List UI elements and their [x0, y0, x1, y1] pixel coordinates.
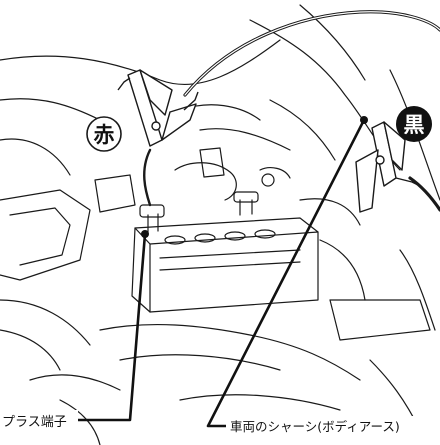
- black-clamp-badge-text: 黒: [404, 113, 425, 137]
- red-cable: [183, 10, 440, 97]
- plus-terminal-label: プラス端子: [2, 415, 67, 430]
- red-cable-to-terminal: [143, 148, 152, 207]
- engine-bay-illustration: [0, 4, 440, 445]
- chassis-ground-label: 車両のシャーシ(ボディアース): [230, 419, 400, 434]
- black-clamp: [355, 121, 421, 213]
- plus-terminal-leader: [76, 232, 147, 422]
- jumper-cables: [143, 10, 440, 212]
- red-clamp-badge: 赤: [86, 116, 122, 152]
- chassis-ground-leader: [206, 118, 366, 428]
- leader-lines: [76, 116, 368, 428]
- black-clamp-badge: 黒: [396, 106, 432, 142]
- red-clamp-badge-text: 赤: [94, 123, 115, 147]
- red-clamp: [117, 69, 199, 147]
- black-cable: [408, 176, 440, 212]
